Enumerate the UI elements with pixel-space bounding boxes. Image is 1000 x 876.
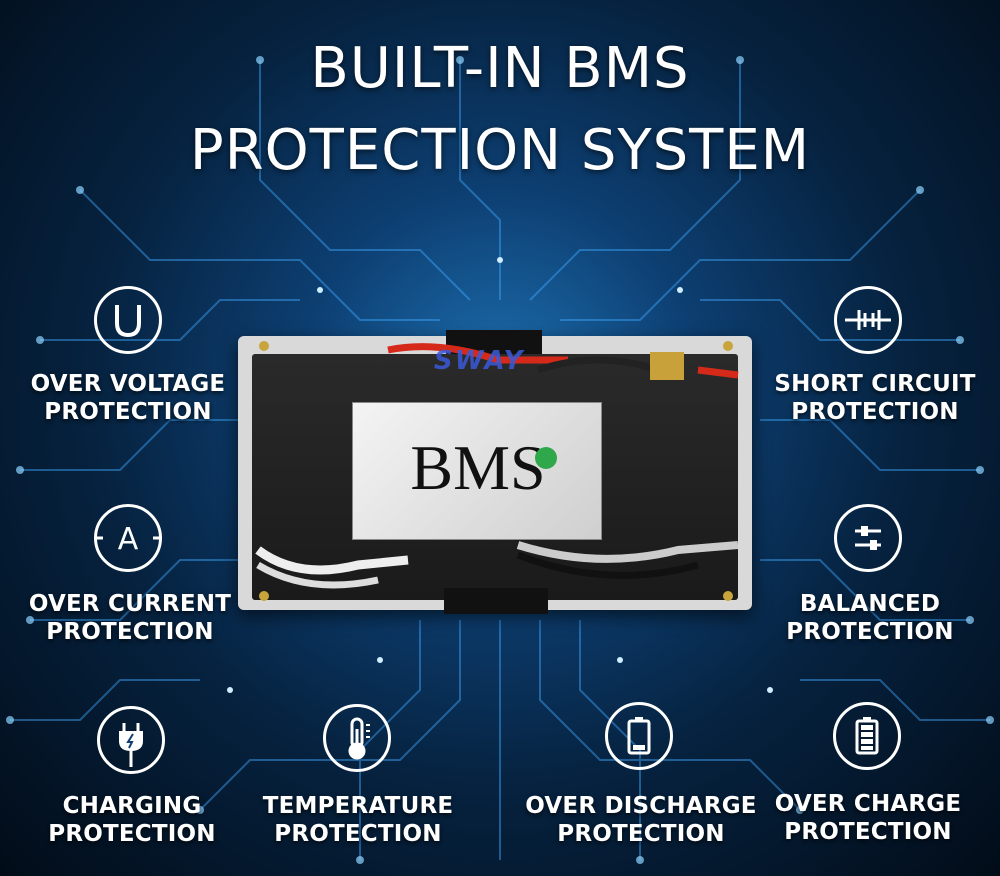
bms-board-label: BMS	[410, 432, 546, 503]
feature-balanced: BALANCED PROTECTION	[786, 591, 954, 645]
plug-icon	[97, 706, 165, 774]
feature-over-charge: OVER CHARGE PROTECTION	[774, 791, 962, 845]
feature-temperature: TEMPERATURE PROTECTION	[262, 793, 454, 847]
board-badge	[535, 447, 557, 469]
svg-text:A: A	[118, 522, 139, 557]
feature-over-voltage: OVER VOLTAGE PROTECTION	[30, 371, 226, 425]
short-circuit-icon	[834, 286, 902, 354]
feature-short-circuit: SHORT CIRCUIT PROTECTION	[774, 371, 976, 425]
feature-charging: CHARGING PROTECTION	[48, 793, 216, 847]
battery-empty-icon	[605, 702, 673, 770]
page-title-line1: BUILT-IN BMS	[310, 36, 690, 101]
ampere-icon: A	[94, 504, 162, 572]
voltage-u-icon	[94, 286, 162, 354]
balance-sliders-icon	[834, 504, 902, 572]
bms-circuit-board: BMS	[352, 402, 602, 540]
battery-full-icon	[833, 702, 901, 770]
feature-over-discharge: OVER DISCHARGE PROTECTION	[525, 793, 757, 847]
feature-over-current: OVER CURRENT PROTECTION	[28, 591, 232, 645]
thermometer-icon	[323, 704, 391, 772]
page-title-line2: PROTECTION SYSTEM	[189, 118, 811, 183]
brand-logo-text: SWAY	[434, 346, 525, 376]
device-wiring	[255, 330, 739, 614]
bms-device-image: SWAY BMS	[238, 330, 752, 614]
